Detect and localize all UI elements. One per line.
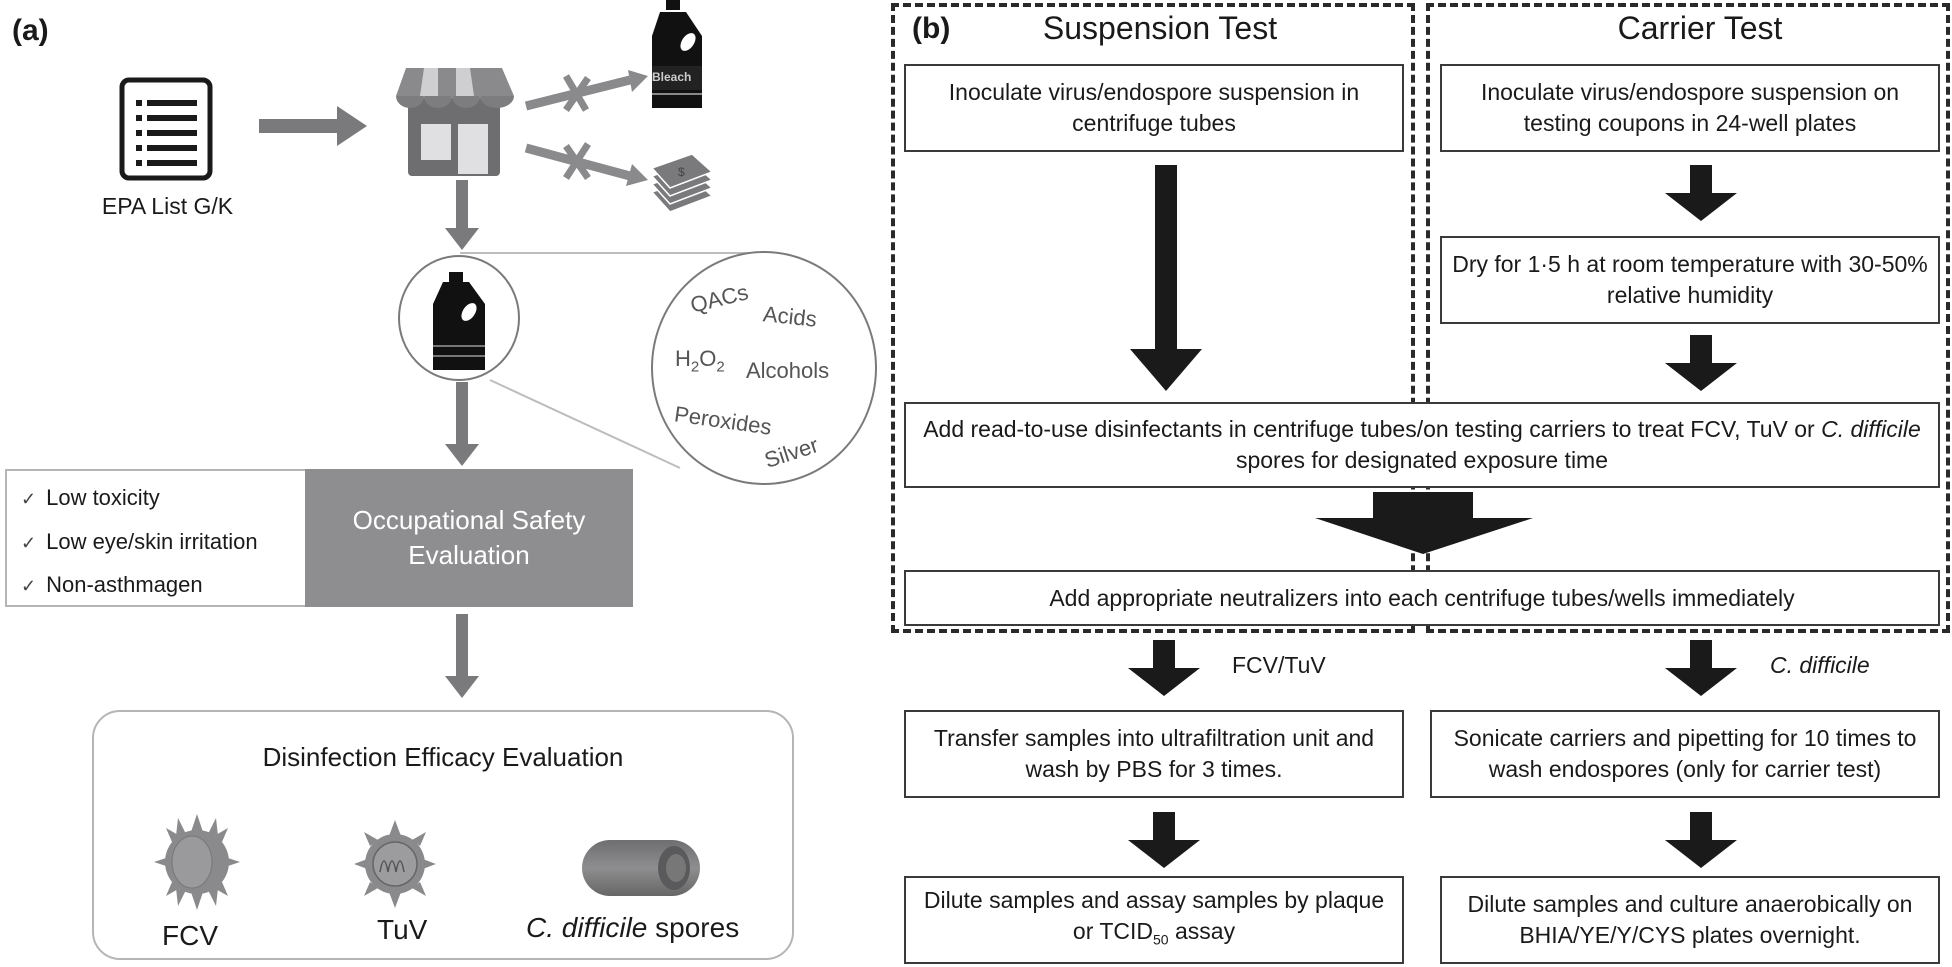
cdiff-step-dilute-culture: Dilute samples and culture anaerobically… [1440,876,1940,964]
c-difficile-spore-icon [582,840,700,896]
disinfect-part1: Add read-to-use disinfectants in centrif… [923,416,1822,442]
money-stack-icon: $ [650,153,714,213]
suspension-test-dashed-frame [891,3,1415,633]
chem-acids: Acids [761,301,819,332]
right-arrow-icon [259,106,367,146]
h2o2-o: O [699,346,717,371]
h2o2-sub1: 2 [690,358,700,376]
suspension-step-inoculate: Inoculate virus/endospore suspension in … [904,64,1404,152]
safety-criteria-box: ✓ Low toxicity ✓ Low eye/skin irritation ✓… [5,469,633,607]
down-arrow-icon [445,382,479,466]
tuv-label: TuV [377,914,428,945]
check-icon: ✓ [21,533,37,553]
h2o2-sub2: 2 [716,358,725,376]
carrier-step-dry: Dry for 1·5 h at room temperature with 3… [1440,236,1940,324]
fcv-step-dilute-assay: Dilute samples and assay samples by plaq… [904,876,1404,964]
store-icon [396,68,514,176]
criterion-label: Low toxicity [46,485,160,510]
suspension-test-title: Suspension Test [1042,10,1278,46]
check-icon: ✓ [21,576,37,596]
safety-title-line2: Evaluation [408,540,530,570]
chem-alcohols: Alcohols [746,358,830,383]
epa-list-label: EPA List G/K [101,193,234,219]
svg-text:$: $ [678,165,685,179]
bleach-label: Bleach [652,70,692,84]
c-difficile-spores-label: C. difficile spores [526,912,739,944]
merge-down-arrow-icon [1315,492,1533,554]
down-arrow-icon [1128,640,1200,696]
zoom-connector-lines [460,252,760,469]
efficacy-evaluation-box: Disinfection Efficacy Evaluation FCV TuV [92,710,794,960]
spores-text: spores [647,912,740,943]
fcv-assay-text: Dilute samples and assay samples by plaq… [914,885,1394,956]
down-arrow-icon [1665,165,1737,221]
down-arrow-icon [445,614,479,698]
down-arrow-icon [1665,640,1737,696]
assay-part2: assay [1168,917,1236,944]
down-arrow-icon [445,180,479,250]
criterion-non-asthmagen: ✓ Non-asthmagen [21,572,203,598]
disinfect-step-text: Add read-to-use disinfectants in centrif… [914,414,1930,476]
down-arrow-icon [1128,812,1200,868]
carrier-test-dashed-frame [1426,3,1950,633]
efficacy-title: Disinfection Efficacy Evaluation [262,742,624,772]
step-add-disinfectants: Add read-to-use disinfectants in centrif… [904,402,1940,488]
tuv-virus-icon [354,820,436,908]
branch-label-c-difficile: C. difficile [1770,652,1870,678]
carrier-test-title: Carrier Test [1617,10,1783,46]
check-icon: ✓ [21,489,37,509]
fcv-label: FCV [162,920,218,951]
down-arrow-icon [1665,335,1737,391]
disinfectant-bottle-circle-icon [398,255,520,381]
safety-title-line1: Occupational Safety [352,505,586,535]
document-list-icon [119,77,213,181]
long-down-arrow-icon [1130,165,1202,391]
disinfect-part2: spores for designated exposure time [1235,447,1609,473]
cdiff-step-sonicate: Sonicate carriers and pipetting for 10 t… [1430,710,1940,798]
panel-a-label: (a) [12,14,49,47]
bleach-bottle-icon [652,0,702,108]
criterion-label: Low eye/skin irritation [46,529,258,554]
down-arrow-icon [1665,812,1737,868]
criterion-label: Non-asthmagen [46,572,203,597]
branch-label-fcv-tuv: FCV/TuV [1232,652,1326,678]
crossed-arrows-icon [524,70,648,186]
assay-subscript: 50 [1153,931,1169,948]
panel-b-label: (b) [912,12,951,45]
step-add-neutralizers: Add appropriate neutralizers into each c… [904,570,1940,626]
chemical-classes-circle [651,251,877,485]
criterion-low-toxicity: ✓ Low toxicity [21,485,160,511]
criterion-low-irritation: ✓ Low eye/skin irritation [21,529,258,555]
chem-h2o2: H2O2 [675,346,725,375]
occupational-safety-title: Occupational Safety Evaluation [305,469,633,607]
c-difficile-italic: C. difficile [526,912,648,943]
h2o2-h: H [675,346,691,371]
carrier-step-inoculate: Inoculate virus/endospore suspension on … [1440,64,1940,152]
fcv-step-ultrafiltration: Transfer samples into ultrafiltration un… [904,710,1404,798]
assay-part1: Dilute samples and assay samples by plaq… [923,886,1385,944]
disinfect-italic: C. difficile [1821,416,1921,442]
fcv-virus-icon [154,814,240,910]
